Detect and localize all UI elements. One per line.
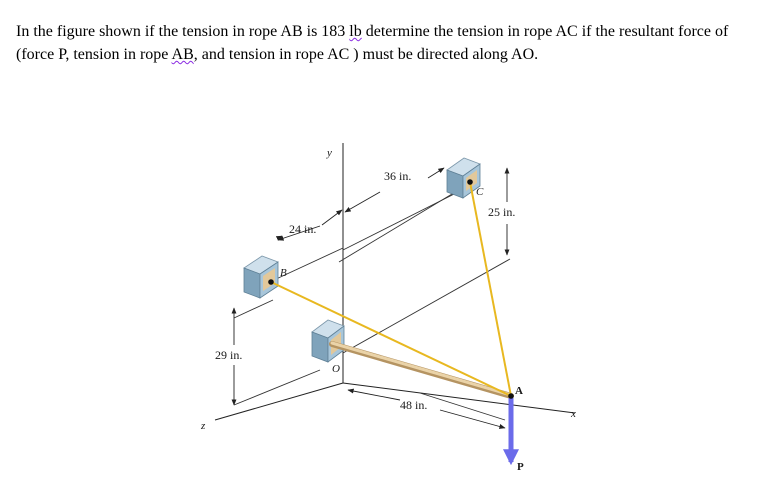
dim-48-line-right xyxy=(439,409,506,429)
point-c-label: C xyxy=(476,186,484,198)
rope-ab xyxy=(270,281,512,397)
dim-24-label: 24 in. xyxy=(289,222,316,236)
problem-unit-lb: lb xyxy=(349,23,362,40)
problem-statement: In the figure shown if the tension in ro… xyxy=(16,20,766,66)
floor-line-a xyxy=(342,258,511,354)
point-b-dot xyxy=(268,279,274,285)
wall-line-b xyxy=(273,247,344,281)
bracket-b xyxy=(243,255,279,299)
problem-paragraph: In the figure shown if the tension in ro… xyxy=(16,20,766,66)
floor-line-b xyxy=(233,299,274,319)
point-a-dot xyxy=(508,393,514,399)
point-c-dot xyxy=(467,179,473,185)
x-axis-label: x xyxy=(570,408,576,420)
y-axis-label: y xyxy=(326,147,332,159)
dim-24-arrow-left xyxy=(275,235,283,241)
dim-24-line-right xyxy=(321,209,343,226)
rope-ac xyxy=(469,181,512,397)
problem-rope-ab: AB xyxy=(171,46,194,63)
dim-36-line-right xyxy=(427,167,445,179)
z-axis-line xyxy=(214,382,344,421)
dim-25-label: 25 in. xyxy=(488,205,515,219)
problem-text-before: In the figure shown if the tension in ro… xyxy=(16,23,350,40)
z-axis-label: z xyxy=(200,420,206,432)
problem-text-middle: determine the tension in rope AC if the … xyxy=(16,23,729,63)
force-p-label: P xyxy=(517,461,524,473)
point-o-label: O xyxy=(332,363,340,375)
dim-29-label: 29 in. xyxy=(215,348,242,362)
dim-36-line-left xyxy=(344,191,381,213)
problem-text-end: , and tension in rope AC ) must be direc… xyxy=(193,46,539,63)
dim-36-label: 36 in. xyxy=(384,169,411,183)
dim-48-label: 48 in. xyxy=(400,398,427,412)
dim-24-line xyxy=(277,225,321,241)
floor-line-a-front xyxy=(419,392,506,421)
dim-48-line-left xyxy=(347,388,401,401)
bracket-o xyxy=(311,319,345,363)
strut-ao-highlight xyxy=(330,341,513,397)
floor-line-z xyxy=(233,369,321,406)
point-b-label: B xyxy=(280,267,287,279)
wall-line-c-corner xyxy=(342,184,473,251)
point-a-label: A xyxy=(515,385,523,397)
x-axis-line xyxy=(342,382,576,414)
